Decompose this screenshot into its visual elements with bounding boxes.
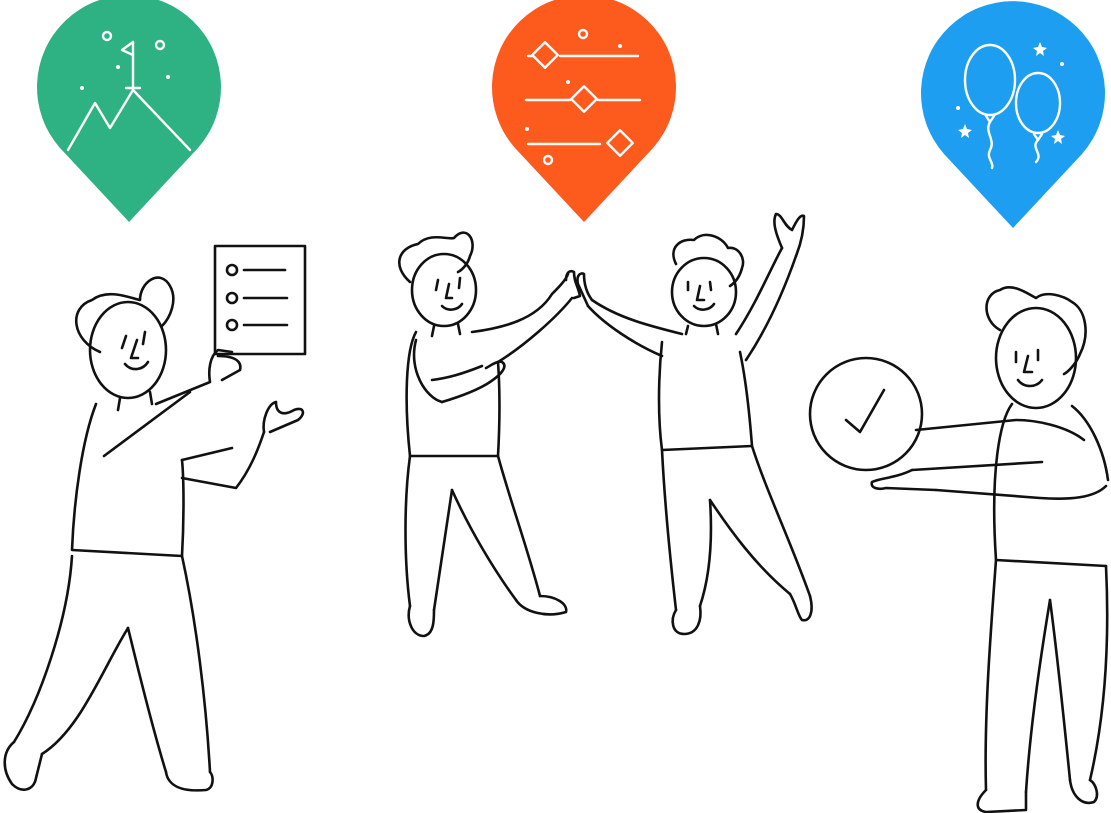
mountain-flag-icon xyxy=(66,30,192,152)
balloons-icon xyxy=(956,42,1065,170)
pin-settings xyxy=(492,0,676,222)
pin-celebration xyxy=(921,1,1105,229)
pin-celebration-shape xyxy=(921,1,1105,229)
pin-goal-shape xyxy=(37,0,221,222)
person-high-five-left xyxy=(398,231,582,638)
checklist-document xyxy=(213,244,307,356)
check-badge xyxy=(808,356,924,472)
check-icon xyxy=(844,388,886,434)
pin-goal xyxy=(37,0,221,222)
sliders-icon xyxy=(524,28,642,166)
person-high-five-right xyxy=(576,212,813,636)
person-holding-check-badge xyxy=(808,286,1110,813)
person-holding-checklist xyxy=(3,244,307,792)
